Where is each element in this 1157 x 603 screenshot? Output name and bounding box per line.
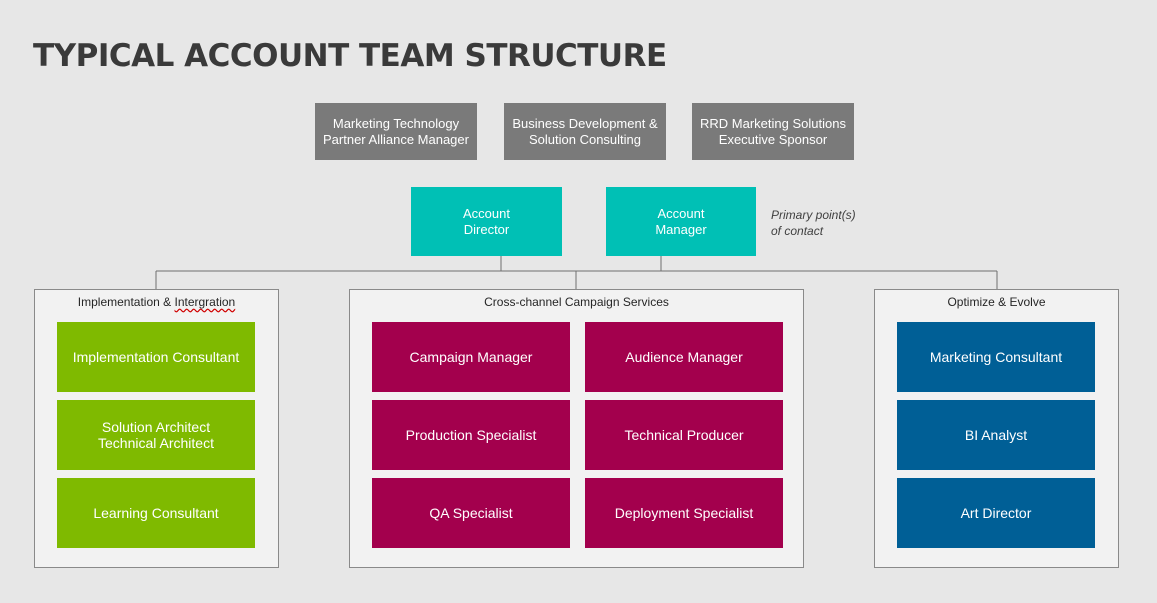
implementation-consultant-box: Implementation Consultant [57, 322, 255, 392]
role-line: Manager [655, 221, 707, 237]
role-line: Implementation Consultant [72, 349, 240, 365]
role-line: Partner Alliance Manager [323, 131, 469, 147]
learning-consultant-box: Learning Consultant [57, 478, 255, 548]
campaign-panel-title: Cross-channel Campaign Services [484, 295, 669, 309]
deployment-specialist-box: Deployment Specialist [585, 478, 783, 548]
panel-title-misspelled-word: Intergration [174, 295, 236, 309]
role-line: Technical Architect [98, 435, 214, 451]
role-line: Solution Architect [101, 419, 211, 435]
page-title: TYPICAL ACCOUNT TEAM STRUCTURE [33, 38, 667, 74]
production-specialist-box: Production Specialist [372, 400, 570, 470]
role-line: Business Development & [512, 115, 658, 131]
bi-analyst-box: BI Analyst [897, 400, 1095, 470]
optimize-panel-title: Optimize & Evolve [947, 295, 1046, 309]
note-line: of contact [771, 224, 824, 238]
role-line: Deployment Specialist [614, 505, 754, 521]
campaign-manager-box: Campaign Manager [372, 322, 570, 392]
role-line: Marketing Consultant [929, 349, 1063, 365]
role-line: Director [463, 221, 510, 237]
qa-specialist-box: QA Specialist [372, 478, 570, 548]
role-line: Account [657, 205, 705, 221]
role-line: RRD Marketing Solutions [700, 115, 846, 131]
panel-title-text: Implementation & [77, 295, 175, 309]
role-line: Technical Producer [624, 427, 744, 443]
note-line: Primary point(s) [771, 208, 856, 222]
role-line: Production Specialist [405, 427, 537, 443]
technical-producer-box: Technical Producer [585, 400, 783, 470]
marketing-consultant-box: Marketing Consultant [897, 322, 1095, 392]
role-line: Audience Manager [625, 349, 743, 365]
role-line: Executive Sponsor [718, 131, 828, 147]
role-line: Account [463, 205, 510, 221]
role-line: Art Director [960, 505, 1032, 521]
role-line: Campaign Manager [409, 349, 533, 365]
role-line: BI Analyst [964, 427, 1028, 443]
audience-manager-box: Audience Manager [585, 322, 783, 392]
business-development-box: Business Development &Solution Consultin… [504, 103, 666, 160]
role-line: Learning Consultant [93, 505, 219, 521]
art-director-box: Art Director [897, 478, 1095, 548]
role-line: Solution Consulting [528, 131, 642, 147]
primary-contact-note: Primary point(s) of contact [771, 207, 856, 239]
role-line: Marketing Technology [332, 115, 460, 131]
implementation-panel-title: Implementation & Intergration [35, 295, 278, 309]
role-line: QA Specialist [429, 505, 513, 521]
